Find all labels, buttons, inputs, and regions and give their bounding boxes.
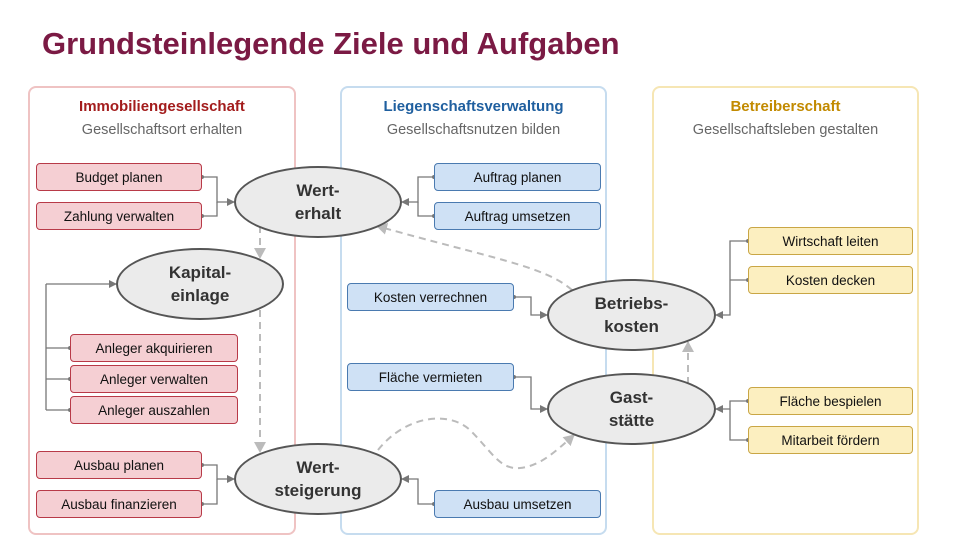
- connector-flaeche-vermieten-gaststaette: [514, 376, 548, 413]
- lane-liegenschaftsverwaltung: Liegenschaftsverwaltung Gesellschaftsnut…: [340, 86, 607, 535]
- task-zahlung-verwalten[interactable]: Zahlung verwalten: [36, 202, 202, 230]
- connector-auftrag-umsetzen: [417, 202, 434, 217]
- connector-ausbau-umsetzen-wertsteigerung: [401, 475, 434, 505]
- connector-mitarbeit-foerdern: [729, 409, 748, 441]
- task-ausbau-finanzieren[interactable]: Ausbau finanzieren: [36, 490, 202, 518]
- task-kosten-decken[interactable]: Kosten decken: [748, 266, 913, 294]
- goal-kapitaleinlage[interactable]: Kapital- einlage: [116, 248, 284, 320]
- goal-werterhalt-line1: Wert-: [296, 181, 340, 200]
- connector-flaeche-bespielen-gaststaette: [715, 400, 748, 413]
- page-title: Grundsteinlegende Ziele und Aufgaben: [42, 26, 620, 61]
- task-anleger-verwalten[interactable]: Anleger verwalten: [70, 365, 238, 393]
- goal-gaststaette[interactable]: Gast- stätte: [547, 373, 716, 445]
- flow-betriebskosten-werterhalt: [376, 222, 573, 291]
- lane-title-liegenschaftsverwaltung: Liegenschaftsverwaltung: [383, 98, 564, 115]
- goal-gaststaette-line2: stätte: [608, 411, 655, 430]
- lane-subtitle-betreiberschaft: Gesellschaftsleben gestalten: [692, 122, 879, 138]
- goal-kapitaleinlage-line1: Kapital-: [168, 263, 232, 282]
- task-anleger-akquirieren[interactable]: Anleger akquirieren: [70, 334, 238, 362]
- task-flaeche-vermieten[interactable]: Fläche vermieten: [347, 363, 514, 391]
- connector-auftrag-werterhalt: [401, 176, 434, 206]
- task-auftrag-umsetzen[interactable]: Auftrag umsetzen: [434, 202, 601, 230]
- task-ausbau-umsetzen[interactable]: Ausbau umsetzen: [434, 490, 601, 518]
- task-flaeche-bespielen[interactable]: Fläche bespielen: [748, 387, 913, 415]
- connector-budget-werterhalt: [202, 176, 235, 206]
- goal-werterhalt-line2: erhalt: [294, 204, 342, 223]
- connector-ausbau-finanzieren-wertsteigerung: [202, 479, 218, 505]
- connector-kosten-verrechnen-betriebskosten: [514, 296, 548, 319]
- goal-werterhalt[interactable]: Wert- erhalt: [234, 166, 402, 238]
- goal-betriebskosten[interactable]: Betriebs- kosten: [547, 279, 716, 351]
- flow-wertsteigerung-gaststaette: [377, 417, 575, 470]
- lane-title-immobiliengesellschaft: Immobiliengesellschaft: [79, 98, 245, 115]
- goal-betriebskosten-line1: Betriebs-: [594, 294, 669, 313]
- connector-ausbau-planen-wertsteigerung: [202, 464, 235, 483]
- task-anleger-auszahlen[interactable]: Anleger auszahlen: [70, 396, 238, 424]
- connector-zahlung-werterhalt: [202, 202, 218, 217]
- task-ausbau-planen[interactable]: Ausbau planen: [36, 451, 202, 479]
- task-mitarbeit-foerdern[interactable]: Mitarbeit fördern: [748, 426, 913, 454]
- lane-subtitle-immobiliengesellschaft: Gesellschaftsort erhalten: [81, 122, 243, 138]
- connector-wirtschaft-betriebskosten: [715, 240, 748, 319]
- goal-betriebskosten-line2: kosten: [604, 317, 659, 336]
- lane-subtitle-liegenschaftsverwaltung: Gesellschaftsnutzen bilden: [386, 122, 561, 138]
- goal-kapitaleinlage-line2: einlage: [170, 286, 230, 305]
- task-wirtschaft-leiten[interactable]: Wirtschaft leiten: [748, 227, 913, 255]
- goal-wertsteigerung-line1: Wert-: [296, 458, 340, 477]
- lane-immobiliengesellschaft: Immobiliengesellschaft Gesellschaftsort …: [28, 86, 296, 535]
- goal-wertsteigerung[interactable]: Wert- steigerung: [234, 443, 402, 515]
- task-budget-planen[interactable]: Budget planen: [36, 163, 202, 191]
- task-auftrag-planen[interactable]: Auftrag planen: [434, 163, 601, 191]
- goal-wertsteigerung-line2: steigerung: [274, 481, 362, 500]
- goal-gaststaette-line1: Gast-: [609, 388, 654, 407]
- lane-title-betreiberschaft: Betreiberschaft: [730, 98, 841, 115]
- task-kosten-verrechnen[interactable]: Kosten verrechnen: [347, 283, 514, 311]
